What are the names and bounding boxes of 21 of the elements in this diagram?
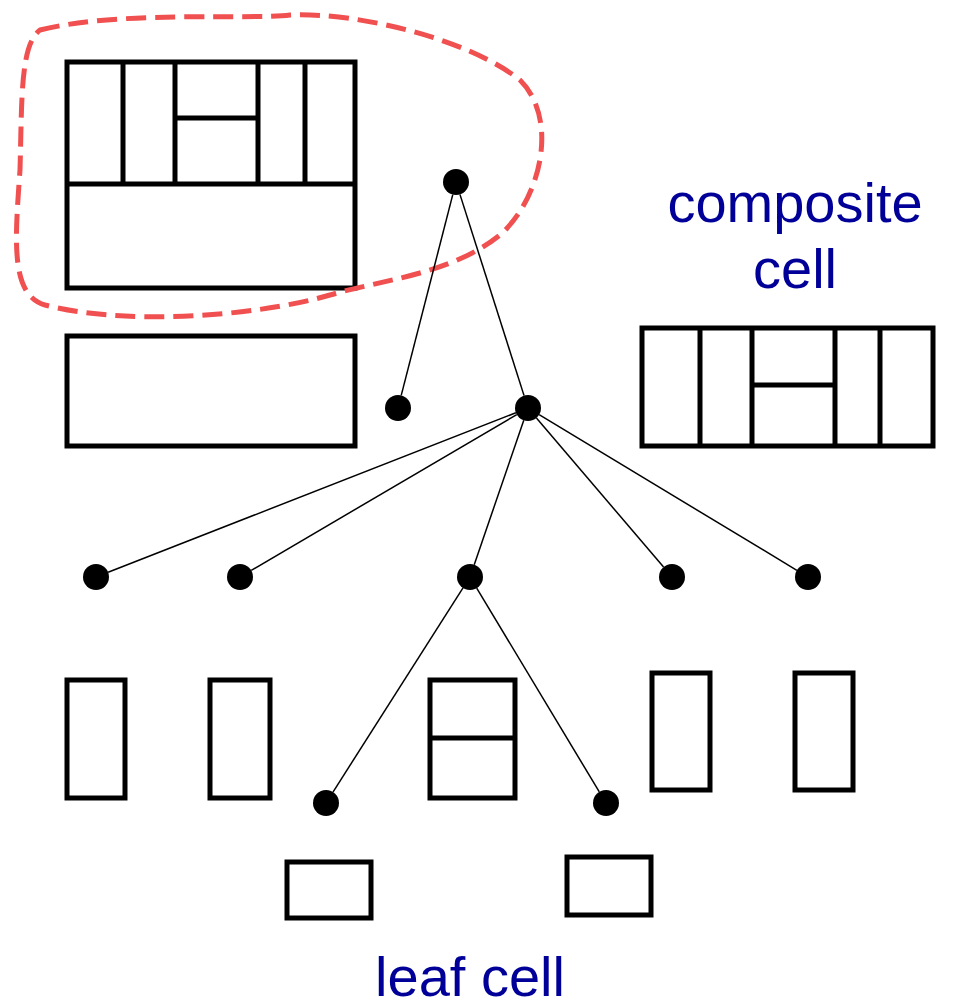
tree-line bbox=[250, 413, 518, 572]
tree-line bbox=[400, 193, 454, 397]
tree-node-dot bbox=[457, 564, 483, 590]
tree-node-dot bbox=[83, 564, 109, 590]
tree-node-dot bbox=[795, 564, 821, 590]
tree-line bbox=[475, 587, 601, 793]
cell-label: composite cell bbox=[666, 170, 924, 302]
cell-label: leaf cell bbox=[374, 944, 566, 1006]
tree-line bbox=[535, 417, 665, 568]
tree-line bbox=[459, 193, 525, 397]
tree-node-dot bbox=[227, 564, 253, 590]
tree-node-dot bbox=[385, 395, 411, 421]
tree-node-dot bbox=[313, 790, 339, 816]
tree-line bbox=[538, 413, 798, 572]
tree-node-dot bbox=[515, 395, 541, 421]
tree-line bbox=[107, 412, 517, 573]
tree-line bbox=[473, 419, 525, 566]
tree-line bbox=[332, 587, 464, 793]
tree-node-dot bbox=[659, 564, 685, 590]
tree-node-dot bbox=[443, 169, 469, 195]
tree-node-dot bbox=[593, 790, 619, 816]
